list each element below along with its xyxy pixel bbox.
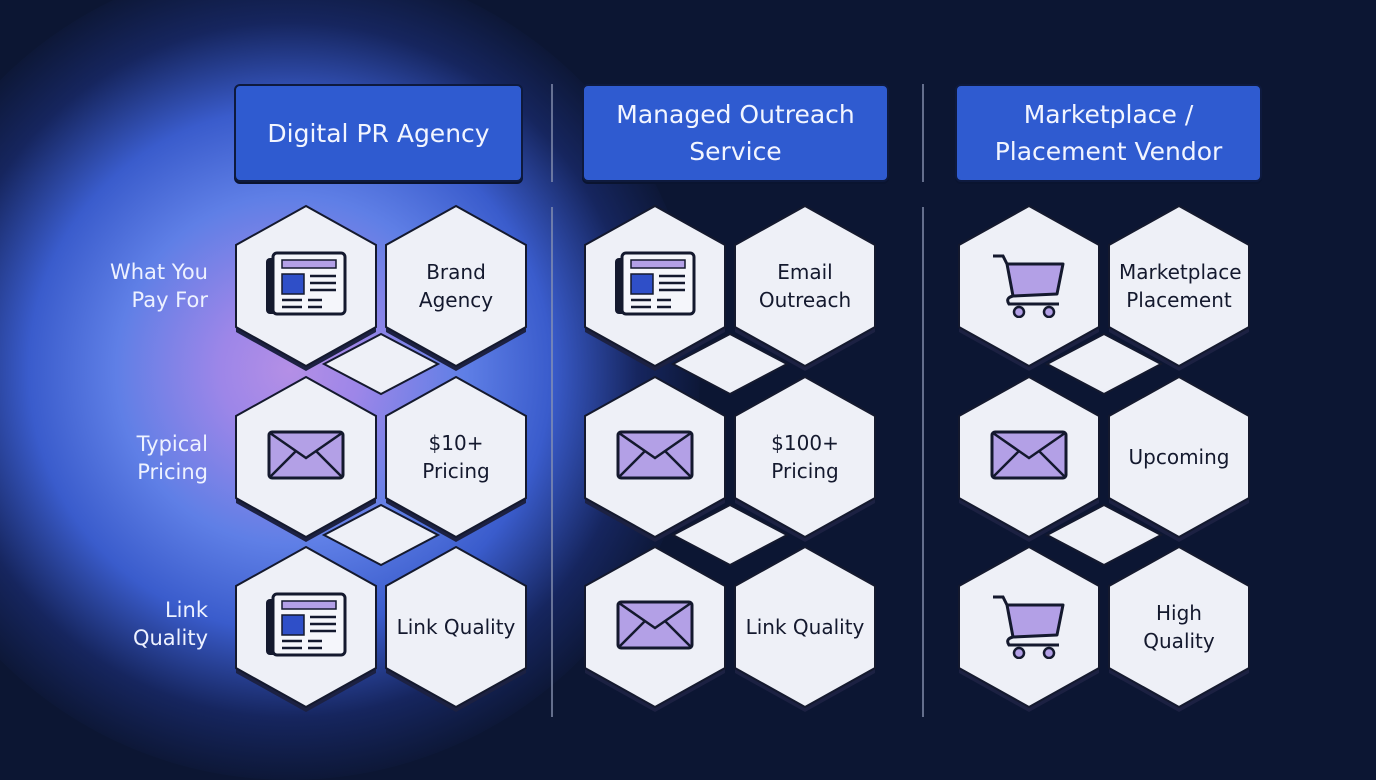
cell-text: High Quality <box>1143 601 1215 653</box>
cell-text: $100+ Pricing <box>771 431 839 483</box>
shopping-cart-icon <box>991 591 1067 663</box>
text-hex: High Quality <box>1107 545 1251 712</box>
newspaper-icon <box>264 591 348 663</box>
cell-text: Marketplace Placement <box>1119 260 1242 312</box>
icon-hex <box>583 545 727 712</box>
text-hex: $10+ Pricing <box>384 375 528 542</box>
header-label: Digital PR Agency <box>267 118 490 148</box>
text-hex: Email Outreach <box>733 204 877 371</box>
text-hex: Marketplace Placement <box>1107 204 1251 371</box>
text-hex: Link Quality <box>384 545 528 712</box>
text-hex: Link Quality <box>733 545 877 712</box>
row-label-typical-pricing: Typical Pricing <box>48 430 208 486</box>
row-label-text: What You Pay For <box>109 260 208 312</box>
column-divider-1-top <box>551 84 553 182</box>
envelope-icon <box>990 430 1068 484</box>
text-hex: $100+ Pricing <box>733 375 877 542</box>
row-label-link-quality: Link Quality <box>48 596 208 652</box>
header-label: Marketplace / Placement Vendor <box>994 100 1223 166</box>
connector-diamond <box>1044 502 1164 572</box>
cell-text: $10+ Pricing <box>422 431 490 483</box>
envelope-icon <box>616 430 694 484</box>
cell-text: Upcoming <box>1128 445 1230 469</box>
connector-diamond <box>670 502 790 572</box>
row-label-text: Link Quality <box>132 598 208 650</box>
cell-text: Link Quality <box>396 615 516 639</box>
newspaper-icon <box>264 250 348 322</box>
envelope-icon <box>616 600 694 654</box>
cell-text: Brand Agency <box>418 260 494 312</box>
icon-hex <box>957 375 1101 542</box>
column-divider-2-top <box>922 84 924 182</box>
icon-hex <box>583 375 727 542</box>
connector-diamond <box>1044 331 1164 401</box>
column-divider-2 <box>922 207 924 717</box>
shopping-cart-icon <box>991 250 1067 322</box>
icon-hex <box>583 204 727 371</box>
header-marketplace-placement-vendor: Marketplace / Placement Vendor <box>955 84 1262 182</box>
icon-hex <box>234 375 378 542</box>
header-digital-pr-agency: Digital PR Agency <box>234 84 523 182</box>
icon-hex <box>234 204 378 371</box>
connector-diamond <box>321 331 441 401</box>
icon-hex <box>957 545 1101 712</box>
icon-hex <box>957 204 1101 371</box>
text-hex: Upcoming <box>1107 375 1251 542</box>
column-divider-1 <box>551 207 553 717</box>
row-label-what-you-pay-for: What You Pay For <box>48 258 208 314</box>
header-managed-outreach-service: Managed Outreach Service <box>582 84 889 182</box>
connector-diamond <box>321 502 441 572</box>
header-label: Managed Outreach Service <box>616 100 855 166</box>
newspaper-icon <box>613 250 697 322</box>
connector-diamond <box>670 331 790 401</box>
row-label-text: Typical Pricing <box>136 432 208 484</box>
icon-hex <box>234 545 378 712</box>
cell-text: Email Outreach <box>758 260 852 312</box>
cell-text: Link Quality <box>745 615 865 639</box>
envelope-icon <box>267 430 345 484</box>
text-hex: Brand Agency <box>384 204 528 371</box>
